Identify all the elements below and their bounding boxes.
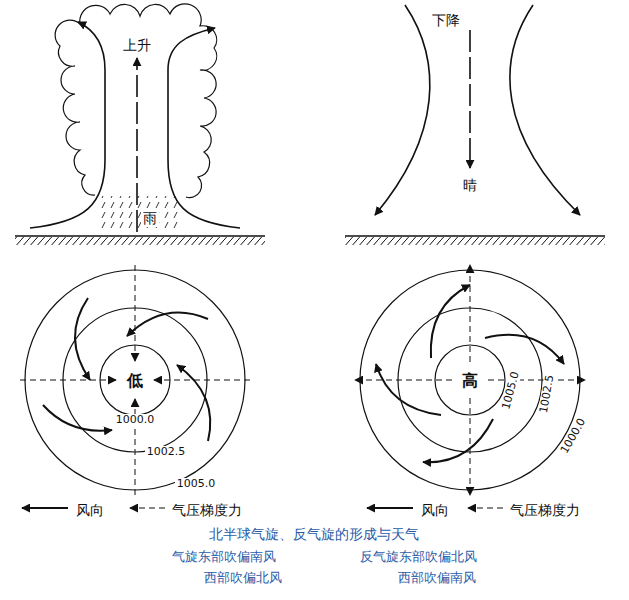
legend-text: 风向 <box>74 503 106 518</box>
label-holder: 高 <box>460 371 480 390</box>
label-holder: 晴 <box>461 175 479 194</box>
wind-arrow <box>431 285 470 358</box>
label-holder: 上升 <box>121 35 153 54</box>
ground-line <box>345 235 605 236</box>
label-holder: 1005.0 <box>175 472 218 491</box>
label-holder: 低 <box>125 371 145 390</box>
legend-entry: 风向 <box>74 500 106 519</box>
gradient-arrow <box>20 380 116 381</box>
rain-area <box>100 196 182 232</box>
pressure-centre: 低 <box>125 372 145 390</box>
wind-arrows <box>43 298 210 441</box>
legend-text: 风向 <box>419 503 451 518</box>
isobar-value: 1000.0 <box>114 414 157 426</box>
caption-note: 西部吹偏北风 <box>202 571 284 585</box>
caption-holder: 北半球气旋、反气旋的形成与天气 <box>207 524 421 543</box>
wind-arrow <box>376 364 441 415</box>
sinking-air-arrow <box>469 30 471 168</box>
label-holder: 反气旋东部吹偏北风 <box>358 546 479 565</box>
high-pressure-plan <box>355 265 585 495</box>
wind-arrow <box>43 405 112 431</box>
label-holder: 气旋东部吹偏南风 <box>170 546 278 565</box>
gradient-arrow <box>470 398 471 495</box>
legend-entry: 气压梯度力 <box>508 500 582 519</box>
legend-text: 气压梯度力 <box>508 503 582 518</box>
label-holder: 西部吹偏北风 <box>202 567 284 586</box>
isobar-value: 1005.0 <box>499 368 522 412</box>
wind-arrow <box>127 312 208 336</box>
low-pressure-plan <box>20 265 250 495</box>
caption: 北半球气旋、反气旋的形成与天气 <box>207 527 421 542</box>
isobar <box>435 345 505 415</box>
rising-air-arrow <box>30 22 105 228</box>
label-holder: 西部吹偏南风 <box>396 567 478 586</box>
cloud-outline <box>55 4 217 198</box>
label-holder: 1002.5 <box>531 371 557 416</box>
cyclone-section <box>15 4 265 245</box>
sinking-air-arrow <box>510 5 580 215</box>
wind-sample <box>367 507 413 509</box>
isobar <box>25 270 245 490</box>
label-holder: 雨 <box>141 208 159 227</box>
sinking-air-arrow <box>375 5 430 215</box>
caption-note: 气旋东部吹偏南风 <box>170 550 278 564</box>
rising-air-arrow <box>136 58 138 232</box>
isobar-value: 1002.5 <box>537 372 556 416</box>
caption-note: 西部吹偏南风 <box>396 571 478 585</box>
legend-text: 气压梯度力 <box>170 503 244 518</box>
weather-label: 晴 <box>461 178 479 193</box>
flow-label: 下降 <box>430 13 462 28</box>
caption-note: 反气旋东部吹偏北风 <box>358 550 479 564</box>
isobar-value: 1005.0 <box>175 478 218 490</box>
gradient-sample <box>130 508 165 509</box>
flow-label: 上升 <box>121 38 153 53</box>
label-holder: 下降 <box>430 10 462 29</box>
gradient-arrow <box>355 380 452 381</box>
pressure-centre: 高 <box>460 372 480 390</box>
pressure-gradient-arrows <box>355 265 585 495</box>
isobar <box>360 270 580 490</box>
label-holder: 1000.0 <box>552 412 590 458</box>
gradient-arrow <box>488 380 585 381</box>
legend-entry: 风向 <box>419 500 451 519</box>
wind-arrow <box>177 365 210 441</box>
isobar-value: 1000.0 <box>557 415 589 458</box>
label-holder: 1005.0 <box>494 367 523 413</box>
gradient-arrow <box>470 265 471 362</box>
label-holder: 1002.5 <box>145 440 188 459</box>
wind-sample <box>22 507 68 509</box>
gradient-sample <box>468 508 503 509</box>
wind-arrow <box>485 335 564 364</box>
wind-arrow <box>423 419 493 462</box>
isobar-value: 1002.5 <box>145 446 188 458</box>
label-holder: 1000.0 <box>114 408 157 427</box>
wind-arrow <box>75 298 90 380</box>
pressure-gradient-arrows <box>20 265 250 495</box>
ground-line <box>15 235 265 236</box>
gradient-arrow <box>135 265 136 361</box>
legend-entry: 气压梯度力 <box>170 500 244 519</box>
ground-hatching <box>345 237 605 245</box>
ground-hatching <box>15 237 265 245</box>
weather-label: 雨 <box>141 211 159 226</box>
gradient-arrow <box>154 380 250 381</box>
wind-arrows <box>376 285 564 462</box>
rising-air-arrow <box>168 28 240 228</box>
anticyclone-section <box>345 5 605 245</box>
